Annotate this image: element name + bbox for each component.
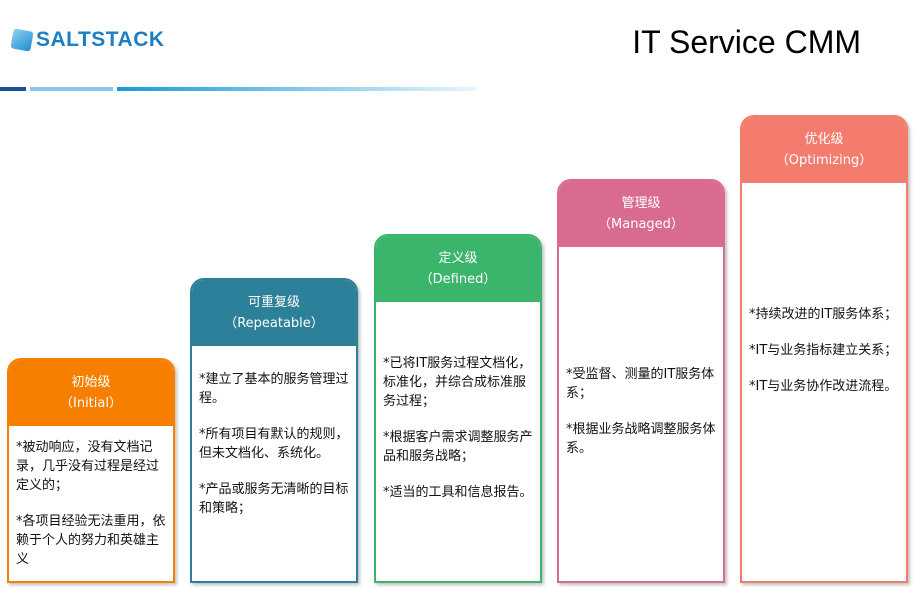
level-en: （Managed）	[598, 217, 684, 232]
level-body: *建立了基本的服务管理过程。 *所有项目有默认的规则，但未文档化、系统化。 *产品或…	[199, 370, 350, 535]
cube-icon	[10, 28, 34, 52]
level-header: 初始级 （Initial）	[9, 360, 173, 426]
level-name: 优化级	[804, 132, 844, 147]
level-item: *持续改进的IT服务体系；	[749, 307, 898, 322]
level-item: *IT与业务协作改进流程。	[749, 379, 898, 394]
level-card: 优化级 （Optimizing） *持续改进的IT服务体系； *IT与业务指标建立关系…	[740, 115, 908, 583]
level-body: *持续改进的IT服务体系； *IT与业务指标建立关系； *IT与业务协作改进流程。	[749, 305, 900, 413]
divider	[117, 87, 477, 91]
level-item: *已将IT服务过程文档化，标准化，并综合成标准服务过程；	[383, 356, 532, 409]
level-card: 可重复级 （Repeatable） *建立了基本的服务管理过程。 *所有项目有默认的规…	[190, 278, 358, 583]
level-body: *已将IT服务过程文档化，标准化，并综合成标准服务过程； *根据客户需求调整服务产…	[383, 354, 534, 519]
level-body: *受监督、测量的IT服务体系； *根据业务战略调整服务体系。	[566, 365, 717, 475]
level-item: *根据业务战略调整服务体系。	[566, 422, 716, 456]
level-card: 管理级 （Managed） *受监督、测量的IT服务体系； *根据业务战略调整服务体系…	[557, 179, 725, 583]
slide-title: IT Service CMM	[632, 24, 861, 60]
level-name: 可重复级	[247, 295, 300, 310]
level-item: *所有项目有默认的规则，但未文档化、系统化。	[199, 427, 349, 461]
level-name: 初始级	[71, 375, 111, 390]
level-item: *被动响应，没有文档记录，几乎没有过程是经过定义的；	[16, 440, 160, 493]
level-en: （Optimizing）	[775, 153, 873, 168]
level-item: *各项目经验无法重用，依赖于个人的努力和英雄主义	[16, 514, 166, 567]
level-header: 优化级 （Optimizing）	[742, 117, 906, 183]
level-item: *根据客户需求调整服务产品和服务战略；	[383, 430, 533, 464]
level-card: 定义级 （Defined） *已将IT服务过程文档化，标准化，并综合成标准服务过程；…	[374, 234, 542, 583]
level-item: *产品或服务无清晰的目标和策略；	[199, 482, 349, 516]
saltstack-logo: SALTSTACK	[10, 28, 165, 52]
level-en: （Repeatable）	[224, 316, 324, 331]
level-item: *适当的工具和信息报告。	[383, 485, 533, 500]
level-header: 管理级 （Managed）	[559, 181, 723, 247]
level-en: （Defined）	[419, 272, 497, 287]
level-item: *受监督、测量的IT服务体系；	[566, 367, 715, 401]
level-card: 初始级 （Initial） *被动响应，没有文档记录，几乎没有过程是经过定义的； *各…	[7, 358, 175, 583]
level-en: （Initial）	[60, 396, 122, 411]
level-header: 可重复级 （Repeatable）	[192, 280, 356, 346]
level-header: 定义级 （Defined）	[376, 236, 540, 302]
divider	[0, 87, 26, 91]
level-name: 管理级	[621, 196, 661, 211]
level-body: *被动响应，没有文档记录，几乎没有过程是经过定义的； *各项目经验无法重用，依赖于…	[16, 438, 167, 586]
logo-text: SALTSTACK	[36, 28, 165, 51]
level-item: *建立了基本的服务管理过程。	[199, 372, 349, 406]
level-item: *IT与业务指标建立关系；	[749, 343, 898, 358]
level-name: 定义级	[438, 251, 478, 266]
divider	[30, 87, 113, 91]
